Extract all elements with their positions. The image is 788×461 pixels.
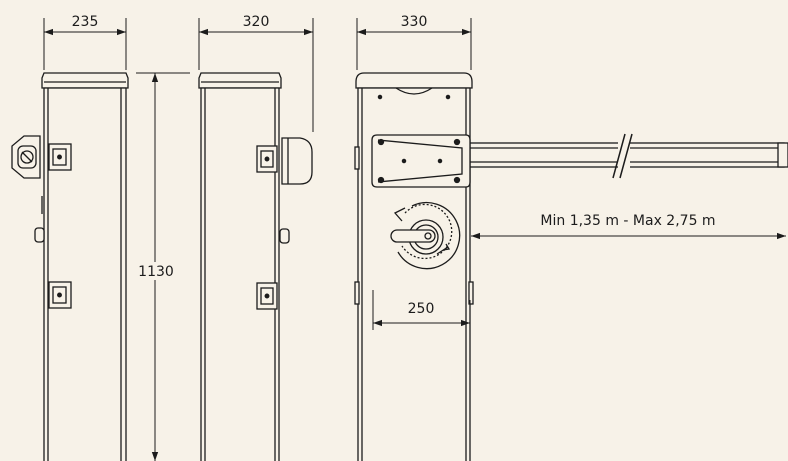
side-view-lock — [34, 227, 45, 243]
side-view-hinge-bottom — [48, 281, 72, 309]
label-height: 1130 — [138, 264, 174, 280]
label-width-cabinet: 330 — [401, 14, 428, 30]
boom-bracket — [371, 134, 471, 188]
cabinet-post — [355, 72, 473, 461]
rotate-arrow-icon — [436, 243, 451, 255]
side-view-hinge-top — [48, 143, 72, 171]
label-base-width: 250 — [408, 301, 435, 317]
front-view-hinge-bottom — [256, 282, 278, 310]
boom-arm — [469, 133, 788, 179]
cabinet-side-lug — [354, 146, 474, 305]
side-view-boom-holder — [11, 135, 41, 179]
side-view — [11, 72, 129, 461]
release-lock — [390, 201, 461, 270]
front-view-hinge-top — [256, 145, 278, 173]
dimension-labels: 235 320 330 1130 250 Min 1,35 m - Max 2,… — [72, 14, 716, 317]
front-view-boom-holder — [281, 137, 313, 185]
boom-break-icon — [612, 133, 633, 179]
front-view — [198, 72, 313, 461]
label-width-side: 235 — [72, 14, 99, 30]
label-width-front: 320 — [243, 14, 270, 30]
front-view-lock — [279, 228, 290, 244]
front-view-post — [198, 72, 282, 461]
cabinet-view — [354, 72, 788, 461]
side-view-post — [41, 72, 129, 461]
label-boom-range: Min 1,35 m - Max 2,75 m — [540, 213, 715, 229]
